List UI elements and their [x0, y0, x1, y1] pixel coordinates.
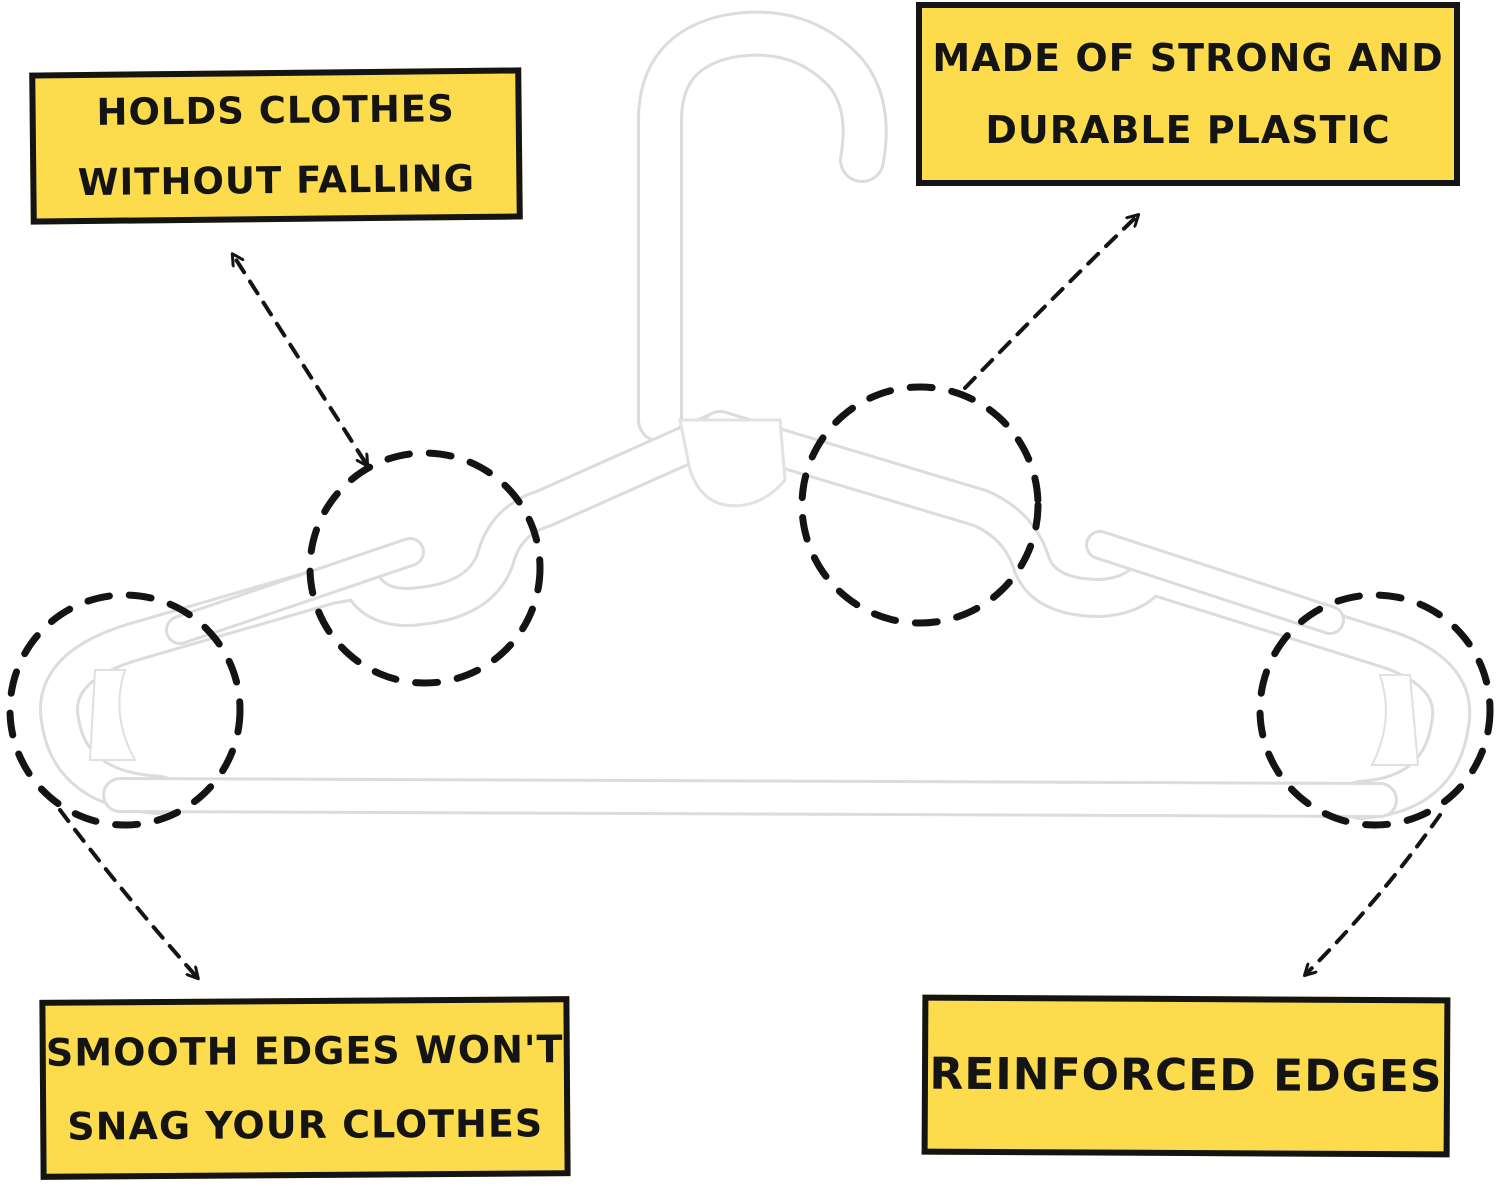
dashed-circle-icon [306, 449, 544, 687]
hanger-hook [637, 10, 888, 443]
callout-strong-line-2: DURABLE PLASTIC [985, 108, 1391, 152]
callout-strong-line-1: MADE OF STRONG AND [932, 36, 1444, 80]
callout-strong-plastic: MADE OF STRONG AND DURABLE PLASTIC [916, 2, 1460, 186]
callout-reinforced-edges: REINFORCED EDGES [921, 994, 1451, 1158]
right-end-tab [1370, 674, 1420, 766]
dashed-arrow-icon [58, 808, 195, 975]
dashed-circle-icon [6, 591, 244, 829]
dashed-arrow-icon [1308, 813, 1442, 972]
callout-smooth-edges: SMOOTH EDGES WON'T SNAG YOUR CLOTHES [39, 996, 571, 1180]
callout-holds-line-1: HOLDS CLOTHES [96, 87, 455, 134]
callout-smooth-line-1: SMOOTH EDGES WON'T [45, 1027, 564, 1075]
dashed-circle-icon [1256, 591, 1494, 829]
callout-reinforced-line-1: REINFORCED EDGES [929, 1048, 1443, 1103]
callout-holds-line-2: WITHOUT FALLING [77, 156, 476, 205]
callout-smooth-line-2: SNAG YOUR CLOTHES [67, 1101, 544, 1149]
dashed-arrow-icon [963, 218, 1135, 390]
dashed-arrow-icon [235, 258, 365, 462]
hanger-center-plate [678, 418, 787, 508]
callout-holds-clothes: HOLDS CLOTHES WITHOUT FALLING [29, 67, 523, 225]
dashed-circle-icon [798, 383, 1042, 627]
left-end-tab [88, 669, 137, 761]
